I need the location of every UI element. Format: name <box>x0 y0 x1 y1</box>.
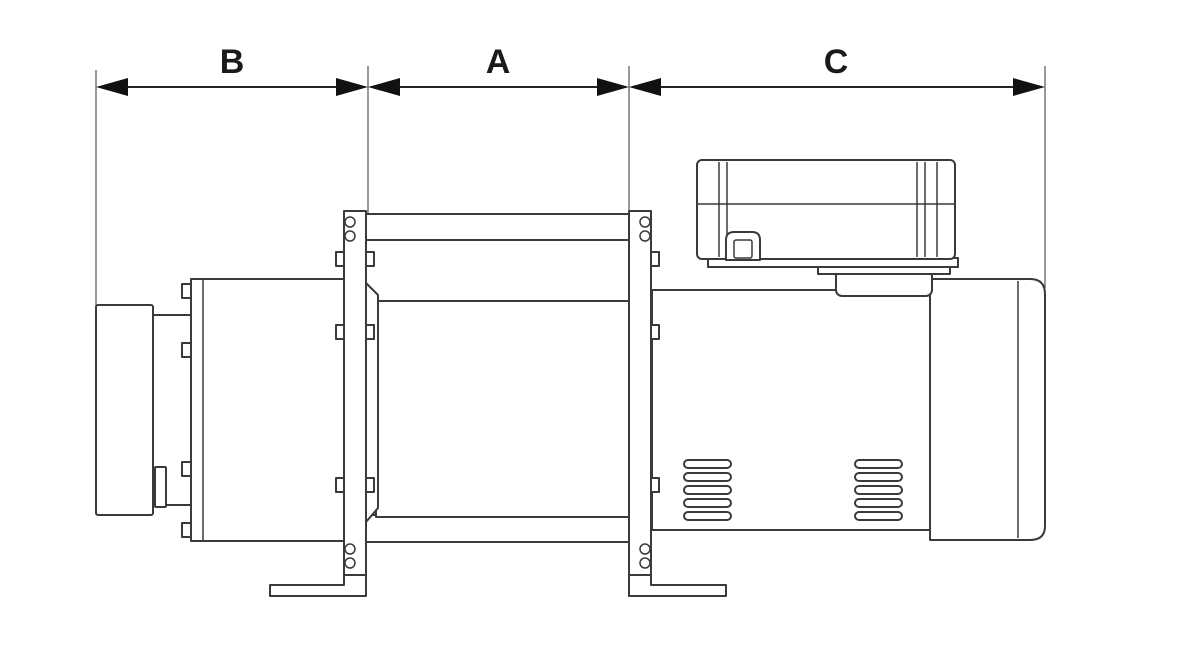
gearbox-bolt-2 <box>181 342 192 358</box>
frame-bolt-right-4 <box>639 557 651 569</box>
frame-bolt-left-2 <box>344 230 356 242</box>
gearbox-bolt-1 <box>181 283 192 299</box>
dimension-label-c: C <box>824 43 849 81</box>
frame-bolt-left-4 <box>344 557 356 569</box>
frame-bolt-right-2 <box>639 230 651 242</box>
frame-stud-right-1 <box>650 251 660 267</box>
frame-plate-right <box>628 210 727 597</box>
frame-plate-left <box>269 210 375 597</box>
gearbox-housing <box>181 278 345 542</box>
control-box-body <box>696 159 956 260</box>
gearbox-bolt-3 <box>181 461 192 477</box>
frame-bolt-left-1 <box>344 216 356 228</box>
frame-stud-left-6 <box>365 477 375 493</box>
vent-slot <box>683 472 732 482</box>
vent-slot <box>683 485 732 495</box>
frame-stud-left-5 <box>365 324 375 340</box>
brake-knob <box>154 466 167 508</box>
brake-cover <box>95 304 192 516</box>
bottom-tie-rod <box>357 514 639 543</box>
vent-slot <box>683 511 732 521</box>
drum-body <box>375 300 633 518</box>
vent-slot <box>854 485 903 495</box>
vent-slot <box>683 498 732 508</box>
extension-lines <box>95 66 1046 306</box>
arrowhead-b-left <box>96 78 128 96</box>
frame-stud-left-4 <box>365 251 375 267</box>
frame-plate-right-body <box>628 210 652 576</box>
frame-bolt-left-3 <box>344 543 356 555</box>
vent-slot <box>854 472 903 482</box>
dimension-b: B <box>96 43 368 96</box>
motor-vents-left <box>683 459 732 521</box>
arrowhead-c-left <box>629 78 661 96</box>
frame-stud-right-3 <box>650 477 660 493</box>
vent-slot <box>854 498 903 508</box>
vent-slot <box>683 459 732 469</box>
mounting-foot-left <box>269 574 367 597</box>
control-box <box>696 159 959 297</box>
vent-slot <box>854 511 903 521</box>
frame-plate-left-body <box>343 210 367 576</box>
arrowhead-a-right <box>597 78 629 96</box>
frame-bolt-right-3 <box>639 543 651 555</box>
gearbox-body <box>190 278 345 542</box>
arrowhead-a-left <box>368 78 400 96</box>
frame-bolt-right-1 <box>639 216 651 228</box>
motor-vents-right <box>854 459 903 521</box>
cable-gland-inner <box>733 239 753 259</box>
frame-stud-left-1 <box>335 251 345 267</box>
cable-gland <box>725 231 761 261</box>
top-tie-rod <box>357 213 639 241</box>
motor-end-cap <box>929 278 1046 541</box>
mounting-foot-right <box>628 574 727 597</box>
brake-end-cap <box>95 304 154 516</box>
dimension-label-b: B <box>220 43 245 81</box>
frame-stud-left-2 <box>335 324 345 340</box>
gearbox-bolt-4 <box>181 522 192 538</box>
dimension-label-a: A <box>486 43 511 81</box>
arrowhead-b-right <box>336 78 368 96</box>
dimension-c: C <box>629 43 1045 96</box>
motor-housing <box>651 278 1046 541</box>
vent-slot <box>854 459 903 469</box>
arrowhead-c-right <box>1013 78 1045 96</box>
dimension-a: A <box>368 43 629 96</box>
frame-stud-left-3 <box>335 477 345 493</box>
frame-stud-right-2 <box>650 324 660 340</box>
cable-drum <box>357 213 639 543</box>
